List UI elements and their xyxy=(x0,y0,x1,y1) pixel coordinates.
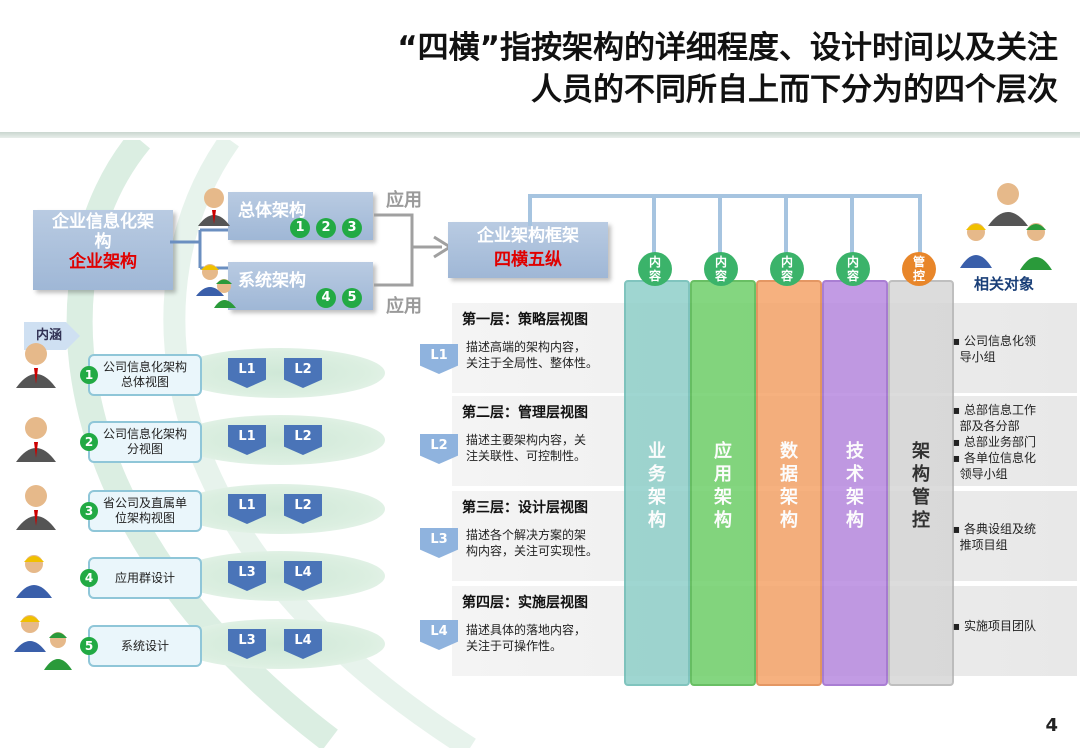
column-bracket xyxy=(528,194,922,260)
column-data: 数据架构 xyxy=(756,280,822,686)
overall-num-1: 1 xyxy=(290,218,310,238)
column-circle: 内容 xyxy=(704,252,738,286)
related-people-icon xyxy=(960,183,1052,270)
system-num-5: 5 xyxy=(342,288,362,308)
row-ellipse xyxy=(175,415,385,465)
enterprise-architecture-box: 企业信息化架 构 企业架构 xyxy=(33,210,173,290)
layer-desc: 描述具体的落地内容，关注于可操作性。 xyxy=(466,623,587,653)
worker-icon xyxy=(16,555,52,598)
row-label: 公司信息化架构总体视图 xyxy=(102,360,187,389)
column-application: 应用架构 xyxy=(690,280,756,686)
column-circle: 内容 xyxy=(770,252,804,286)
manager-icon xyxy=(16,485,56,530)
manager-icon xyxy=(16,417,56,462)
overall-architecture-box: 总体架构 1 2 3 xyxy=(228,192,373,240)
page-title-line1: “四横”指按架构的详细程度、设计时间以及关注 xyxy=(397,30,1058,66)
page-title-line2: 人员的不同所自上而下分为的四个层次 xyxy=(531,72,1058,108)
manager-icon xyxy=(16,343,56,388)
layer-title: 第四层：实施层视图 xyxy=(462,595,588,611)
row-num: 1 xyxy=(80,366,98,384)
enterprise-line2: 构 xyxy=(94,232,112,252)
column-name: 数据架构 xyxy=(780,441,798,531)
neihan-arrow xyxy=(24,322,80,350)
column-circle: 管控 xyxy=(902,252,936,286)
bracket-arrow xyxy=(374,213,453,287)
apply-label-bottom: 应用 xyxy=(386,296,422,317)
enterprise-red-label: 企业架构 xyxy=(69,252,137,272)
divider xyxy=(0,132,1080,138)
page-number: 4 xyxy=(1045,715,1058,736)
overall-num-3: 3 xyxy=(342,218,362,238)
column-business: 业务架构 xyxy=(624,280,690,686)
layer-related: ▪ 总部信息工作 部及各分部 ▪ 总部业务部门▪ 各单位信息化 领导小组 xyxy=(952,403,1036,481)
row-label: 公司信息化架构分视图 xyxy=(102,427,187,456)
system-architecture-label: 系统架构 xyxy=(238,271,306,291)
system-architecture-box: 系统架构 4 5 xyxy=(228,262,373,310)
enterprise-line1: 企业信息化架 xyxy=(52,212,154,232)
framework-box: 企业架构框架 四横五纵 xyxy=(448,222,608,278)
row-ellipse xyxy=(175,484,385,534)
layer-desc: 描述主要架构内容，关注关联性、可控制性。 xyxy=(466,433,587,463)
row-ellipse xyxy=(175,551,385,601)
row-label: 应用群设计 xyxy=(114,570,175,585)
column-circle: 内容 xyxy=(638,252,672,286)
row-num: 3 xyxy=(80,502,98,520)
layer-desc: 描述各个解决方案的架构内容，关注可实现性。 xyxy=(466,528,599,558)
row-num: 2 xyxy=(80,433,98,451)
layer-title: 第三层：设计层视图 xyxy=(462,500,588,516)
column-name: 应用架构 xyxy=(714,441,732,531)
layer-title: 第一层：策略层视图 xyxy=(462,312,588,328)
workers-icon xyxy=(14,615,72,670)
column-name: 技术架构 xyxy=(846,441,864,531)
framework-red-label: 四横五纵 xyxy=(494,250,562,270)
layer-related: ▪ 各典设组及统 推项目组 xyxy=(952,522,1036,552)
row-label-box: 系统设计 xyxy=(88,625,202,667)
column-name: 架构管控 xyxy=(912,441,930,531)
layer-title: 第二层：管理层视图 xyxy=(462,405,588,421)
layer-related: ▪ 公司信息化领 导小组 xyxy=(952,334,1036,364)
column-governance: 架构管控 xyxy=(888,280,954,686)
column-name: 业务架构 xyxy=(648,441,666,531)
row-label: 省公司及直属单位架构视图 xyxy=(102,496,187,525)
apply-label-top: 应用 xyxy=(386,190,422,211)
row-ellipse xyxy=(175,619,385,669)
manager-icon xyxy=(198,188,230,226)
row-label-box: 省公司及直属单位架构视图 xyxy=(88,490,202,532)
connector-lines xyxy=(170,228,230,270)
row-label-box: 公司信息化架构总体视图 xyxy=(88,354,202,396)
row-label-box: 应用群设计 xyxy=(88,557,202,599)
row-label: 系统设计 xyxy=(120,638,169,653)
column-circle: 内容 xyxy=(836,252,870,286)
row-num: 4 xyxy=(80,569,98,587)
row-label-box: 公司信息化架构分视图 xyxy=(88,421,202,463)
related-objects-label: 相关对象 xyxy=(974,275,1035,293)
layer-related: ▪ 实施项目团队 xyxy=(952,619,1036,633)
framework-title: 企业架构框架 xyxy=(477,226,579,246)
system-num-4: 4 xyxy=(316,288,336,308)
row-num: 5 xyxy=(80,637,98,655)
workers-icon xyxy=(196,264,236,308)
overall-architecture-label: 总体架构 xyxy=(238,201,306,221)
layer-desc: 描述高端的架构内容，关注于全局性、整体性。 xyxy=(466,340,599,370)
row-ellipse xyxy=(175,348,385,398)
neihan-label: 内涵 xyxy=(36,328,63,343)
overall-num-2: 2 xyxy=(316,218,336,238)
column-technology: 技术架构 xyxy=(822,280,888,686)
